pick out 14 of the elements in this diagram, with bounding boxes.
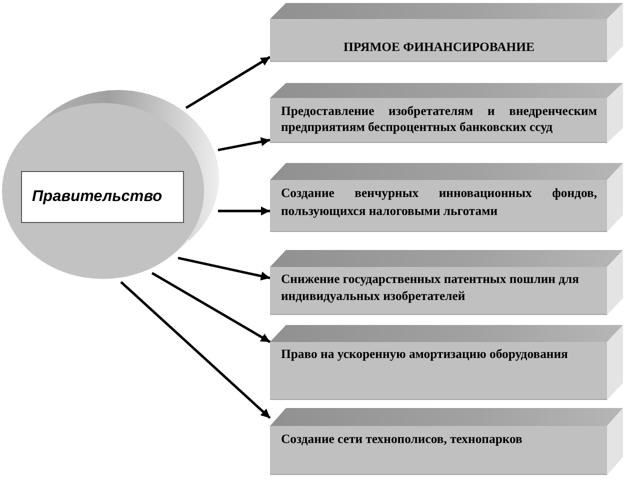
frame-text: Правительство	[32, 188, 162, 206]
arrow	[218, 206, 270, 216]
block-text: Снижение государственных патентных пошлин для индивидуальных изобретателей	[281, 271, 580, 305]
label-frame	[21, 171, 184, 223]
block-text: Создание сети технополисов, технопарков	[281, 431, 524, 448]
block-text: Создание венчурных инновационных фондов, пользующихся налоговыми льготами	[281, 185, 597, 220]
arrow	[185, 56, 271, 110]
arrow	[218, 137, 270, 152]
arrow	[178, 256, 270, 280]
block-text: Право на ускоренную амортизацию оборудования	[281, 346, 569, 363]
arrow	[120, 281, 271, 419]
block-text: Предоставление изобретателям и внедренческим предприятиям беспроцентных банковских ссуд	[281, 103, 597, 135]
arrow	[151, 272, 271, 344]
block-text: ПРЯМОЕ ФИНАНСИРОВАНИЕ	[342, 39, 536, 56]
